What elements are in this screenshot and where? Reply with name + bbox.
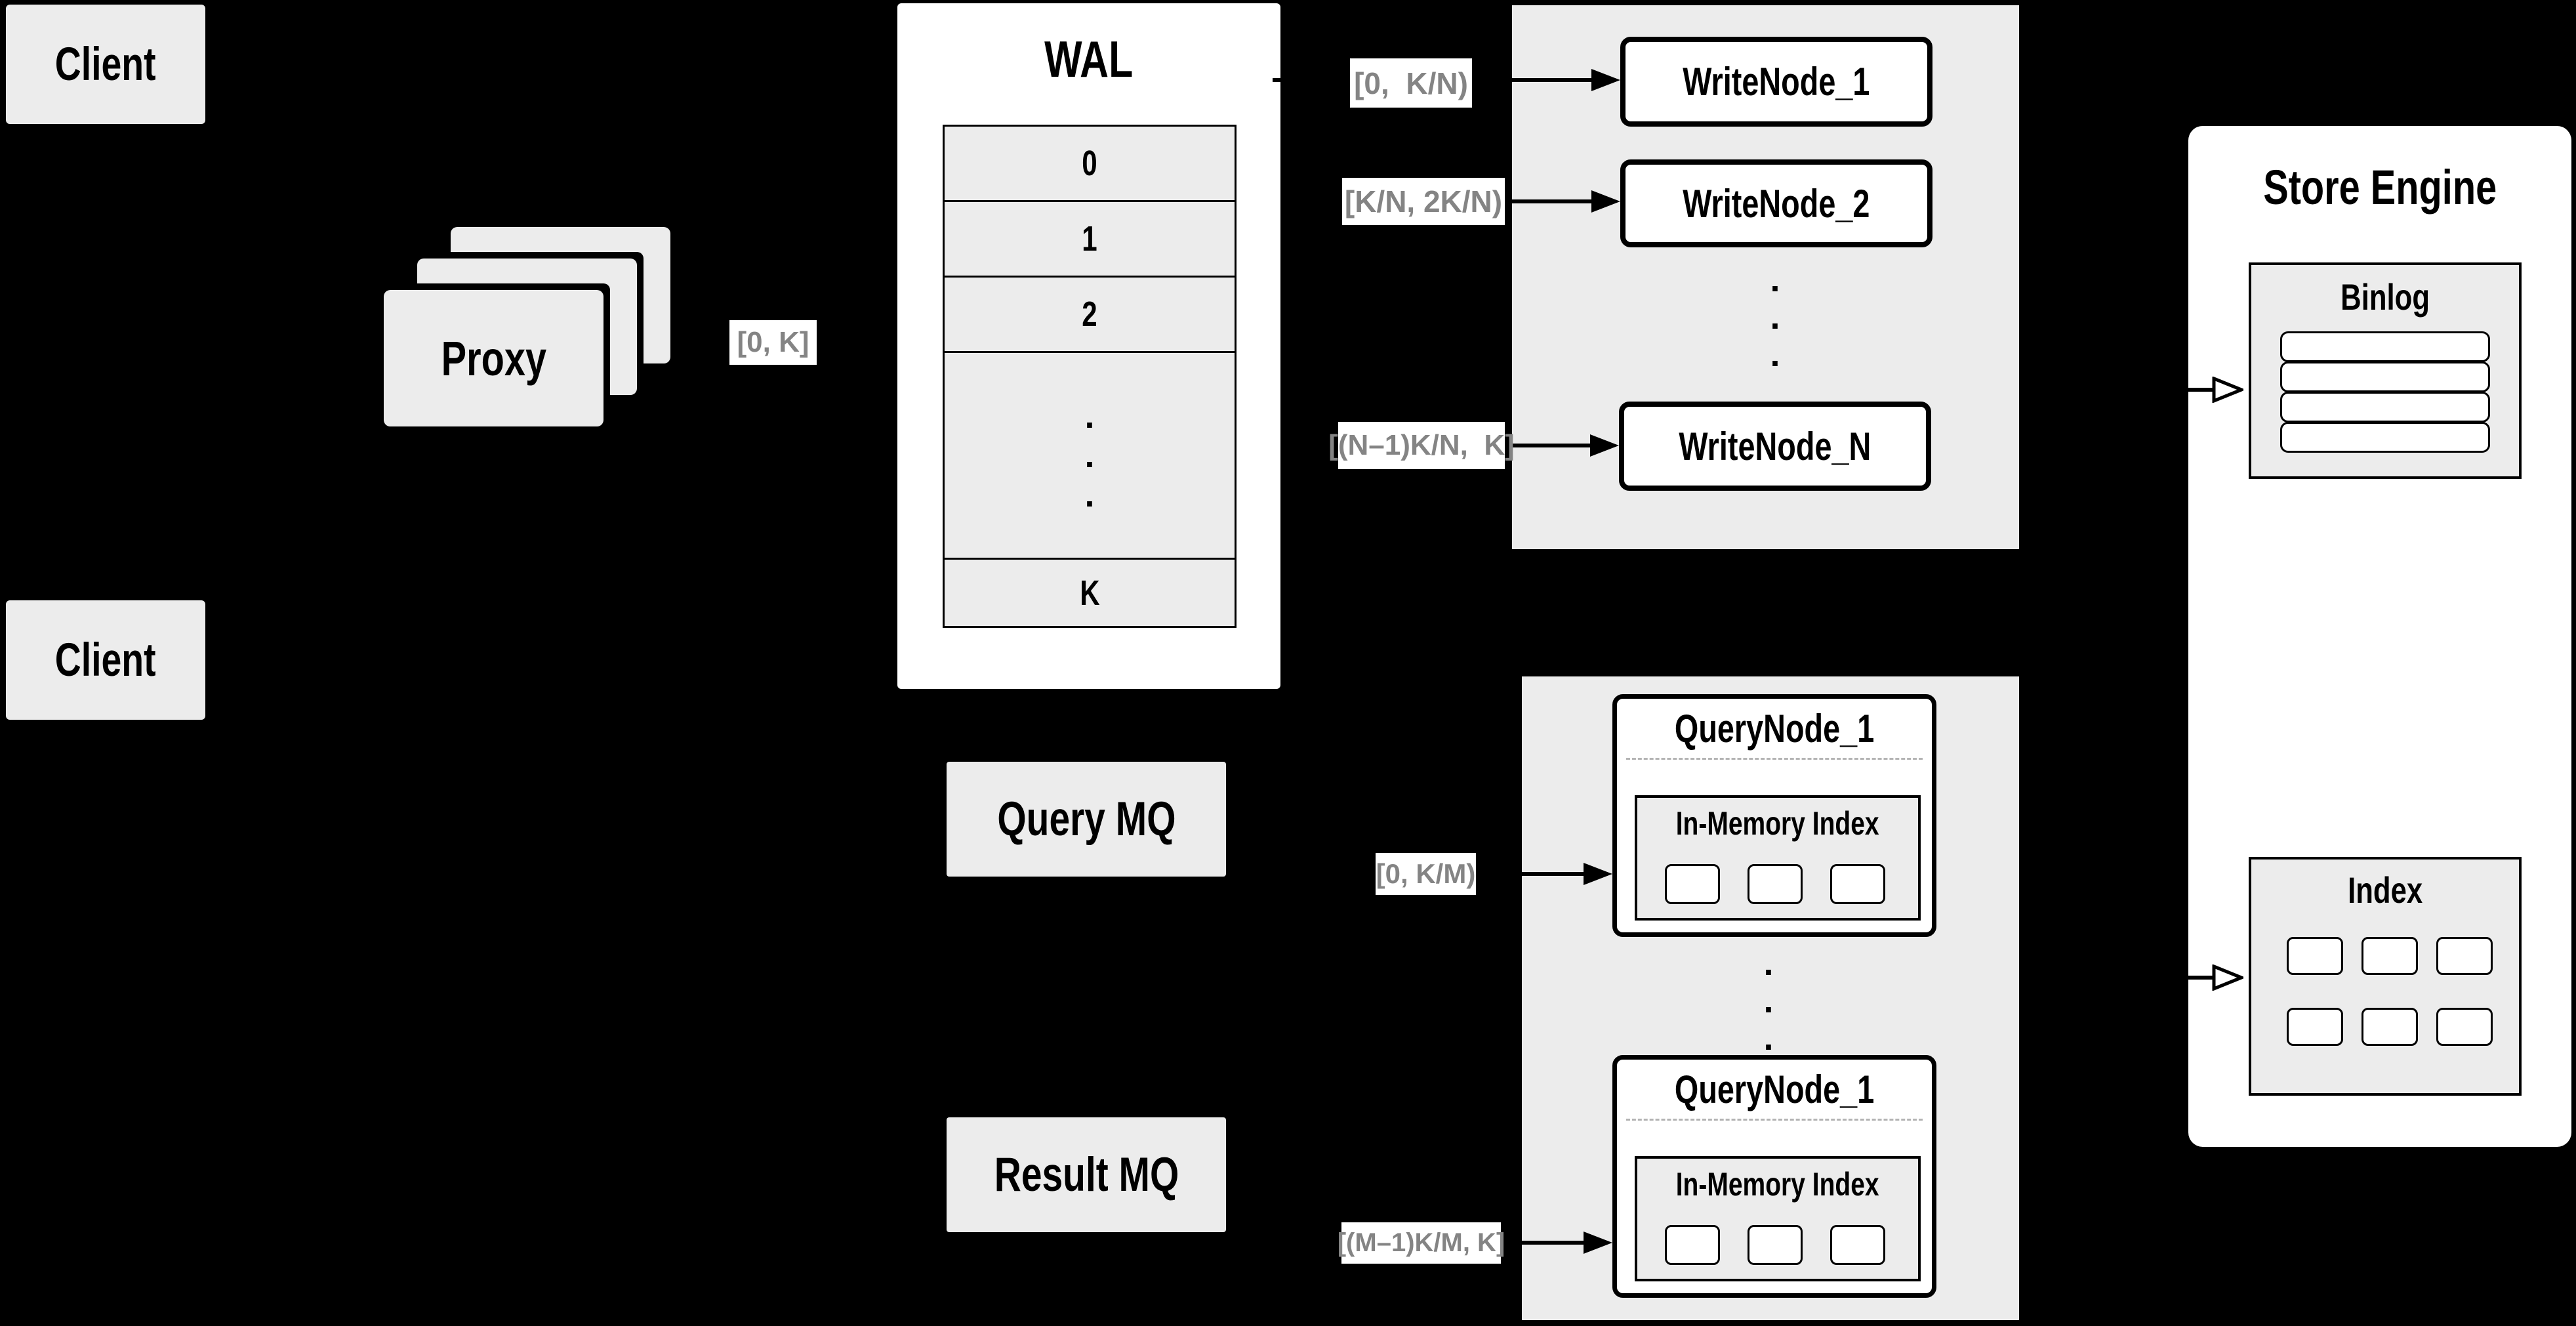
store-engine-title: Store Engine	[2263, 159, 2497, 215]
arrow-line-querynode-m	[1501, 1241, 1584, 1245]
index-box: Index	[2249, 857, 2522, 1096]
query-mq-label: Query MQ	[996, 793, 1176, 846]
inmemory-index-title: In-Memory Index	[1676, 805, 1879, 842]
dot: .	[1084, 436, 1095, 475]
binlog-title: Binlog	[2341, 276, 2430, 318]
querynode-ellipsis: . . .	[1749, 945, 1788, 1057]
result-mq-box: Result MQ	[947, 1117, 1226, 1232]
query-mq-box: Query MQ	[947, 762, 1226, 877]
arrow-head-querynode-1	[1584, 863, 1612, 885]
wal-row-label: K	[1079, 573, 1100, 613]
inmemory-cell	[1830, 1225, 1885, 1265]
binlog-row	[2280, 422, 2490, 453]
inmemory-index-title: In-Memory Index	[1676, 1166, 1879, 1203]
arrow-line-writenode-n	[1502, 444, 1591, 447]
inmemory-cell	[1748, 864, 1803, 904]
dot: .	[1770, 260, 1780, 299]
dot: .	[1084, 475, 1095, 514]
range-label-query-m: [(M–1)K/M, K]	[1338, 1222, 1505, 1264]
writenode-n-box: WriteNode_N	[1619, 402, 1931, 491]
client-label: Client	[55, 634, 156, 686]
client-label: Client	[55, 38, 156, 91]
index-title: Index	[2347, 869, 2423, 911]
querynode-2-title: QueryNode_1	[1674, 1067, 1875, 1111]
wal-row-label: 0	[1082, 144, 1097, 183]
arrow-head-writenode-1	[1591, 69, 1620, 91]
wal-row: K	[945, 560, 1235, 626]
index-cell	[2287, 937, 2343, 975]
index-cell	[2361, 937, 2418, 975]
querynode-1-title: QueryNode_1	[1674, 706, 1875, 751]
dot: .	[1770, 297, 1780, 337]
dot: .	[1770, 335, 1780, 374]
range-label-proxy-out: [0, K]	[729, 320, 817, 365]
wal-row-label: 2	[1082, 295, 1097, 334]
open-arrowhead-index-icon	[2212, 964, 2243, 991]
arrow-line-writenode-2	[1502, 199, 1594, 203]
index-cell	[2287, 1008, 2343, 1046]
binlog-box: Binlog	[2249, 262, 2522, 479]
binlog-row	[2280, 331, 2490, 362]
client-box-bottom: Client	[6, 600, 205, 720]
wal-row: 0	[945, 127, 1235, 202]
wal-row-label: 1	[1082, 219, 1097, 259]
inmemory-index-box-1: In-Memory Index	[1635, 795, 1921, 921]
writenode-1-label: WriteNode_1	[1683, 60, 1870, 104]
writenode-n-label: WriteNode_N	[1679, 424, 1871, 468]
writenode-2-box: WriteNode_2	[1620, 159, 1932, 247]
querynode-1-box: QueryNode_1 In-Memory Index	[1612, 694, 1936, 937]
proxy-box: Proxy	[384, 290, 603, 426]
inmemory-cell	[1665, 1225, 1720, 1265]
querynode-1-separator	[1626, 758, 1923, 760]
wal-row: 1	[945, 202, 1235, 278]
arrow-head-writenode-n	[1590, 434, 1619, 457]
arrow-line-binlog	[2060, 388, 2213, 392]
writenode-1-box: WriteNode_1	[1620, 37, 1932, 127]
open-arrowhead-binlog-icon	[2212, 377, 2243, 403]
writenode-ellipsis: . . .	[1755, 261, 1795, 373]
arrow-head-querynode-m	[1584, 1232, 1612, 1254]
dot: .	[1763, 981, 1774, 1020]
result-mq-label: Result MQ	[994, 1148, 1179, 1201]
dot: .	[1763, 943, 1774, 983]
inmemory-cell	[1665, 864, 1720, 904]
client-box-top: Client	[6, 5, 205, 124]
index-cell	[2436, 1008, 2493, 1046]
range-label-write-2: [K/N, 2K/N)	[1342, 178, 1505, 225]
inmemory-cell	[1830, 864, 1885, 904]
range-label-write-n: [(N–1)K/N, K]	[1328, 422, 1515, 469]
wal-title: WAL	[1044, 30, 1134, 88]
binlog-row	[2280, 392, 2490, 423]
range-label-write-1: [0, K/N)	[1350, 58, 1472, 108]
arrow-line-querynode-1	[1476, 872, 1584, 876]
range-label-query-1: [0, K/M)	[1376, 853, 1476, 895]
inmemory-index-box-2: In-Memory Index	[1635, 1156, 1921, 1281]
index-cell	[2436, 937, 2493, 975]
wal-table: 0 1 2 . . . K	[943, 125, 1237, 628]
dot: .	[1763, 1018, 1774, 1058]
proxy-label: Proxy	[441, 331, 546, 386]
writenode-2-label: WriteNode_2	[1683, 181, 1870, 226]
arrow-line-index	[2060, 976, 2213, 980]
inmemory-cell	[1748, 1225, 1803, 1265]
dot: .	[1084, 396, 1095, 436]
querynode-2-separator	[1626, 1119, 1923, 1121]
index-cell	[2361, 1008, 2418, 1046]
querynode-2-box: QueryNode_1 In-Memory Index	[1612, 1055, 1936, 1298]
arrow-head-writenode-2	[1591, 190, 1620, 213]
binlog-row	[2280, 362, 2490, 392]
wal-row: 2	[945, 278, 1235, 353]
wal-row-ellipsis: . . .	[945, 353, 1235, 560]
